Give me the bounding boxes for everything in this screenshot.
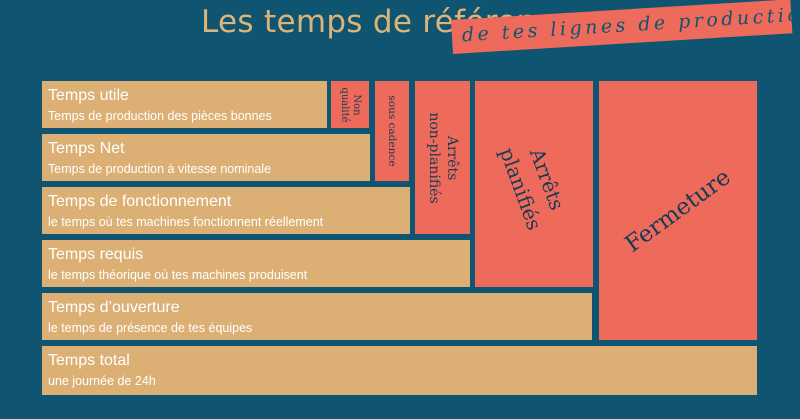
loss-sous-cadence-label: sous cadence <box>386 95 398 167</box>
bar-desc: une journée de 24h <box>48 374 156 388</box>
loss-non-qualite-label: Non qualité <box>338 87 362 122</box>
bar-desc: le temps théorique où tes machines produ… <box>48 268 308 282</box>
bar-temps-d-ouverture: Temps d’ouverture le temps de présence d… <box>42 293 592 340</box>
bar-temps-requis: Temps requis le temps théorique où tes m… <box>42 240 470 287</box>
bar-desc: le temps où tes machines fonctionnent ré… <box>48 215 324 229</box>
loss-sous-cadence: sous cadence <box>375 81 409 181</box>
loss-fermeture-label: Fermeture <box>620 163 736 258</box>
loss-label-line: qualité <box>339 86 350 123</box>
loss-arrets-planifies: Arrêts planifiés <box>475 81 593 287</box>
bar-name: Temps total <box>48 352 130 369</box>
loss-arrets-non-planifies-label: Arrêts non-planifiés <box>425 112 461 203</box>
bar-name: Temps Net <box>48 140 125 157</box>
loss-label-line: non-planifiés <box>425 111 442 204</box>
bar-name: Temps d’ouverture <box>48 299 180 316</box>
bar-temps-utile: Temps utile Temps de production des pièc… <box>42 81 327 128</box>
loss-label-line: Arrêts <box>443 135 460 180</box>
bar-name: Temps de fonctionnement <box>48 193 232 210</box>
bar-temps-de-fonctionnement: Temps de fonctionnement le temps où tes … <box>42 187 410 234</box>
loss-fermeture: Fermeture <box>599 81 757 340</box>
loss-label-line: Non <box>351 93 362 116</box>
bar-desc: le temps de présence de tes équipes <box>48 321 253 335</box>
bar-name: Temps utile <box>48 87 129 104</box>
bar-name: Temps requis <box>48 246 144 263</box>
bar-temps-net: Temps Net Temps de production à vitesse … <box>42 134 370 181</box>
bar-desc: Temps de production des pièces bonnes <box>48 109 272 123</box>
loss-arrets-planifies-label: Arrêts planifiés <box>493 134 575 234</box>
bar-temps-total: Temps total une journée de 24h <box>42 346 757 395</box>
loss-non-qualite: Non qualité <box>331 81 369 128</box>
loss-arrets-non-planifies: Arrêts non-planifiés <box>415 81 470 234</box>
bar-desc: Temps de production à vitesse nominale <box>48 162 272 176</box>
